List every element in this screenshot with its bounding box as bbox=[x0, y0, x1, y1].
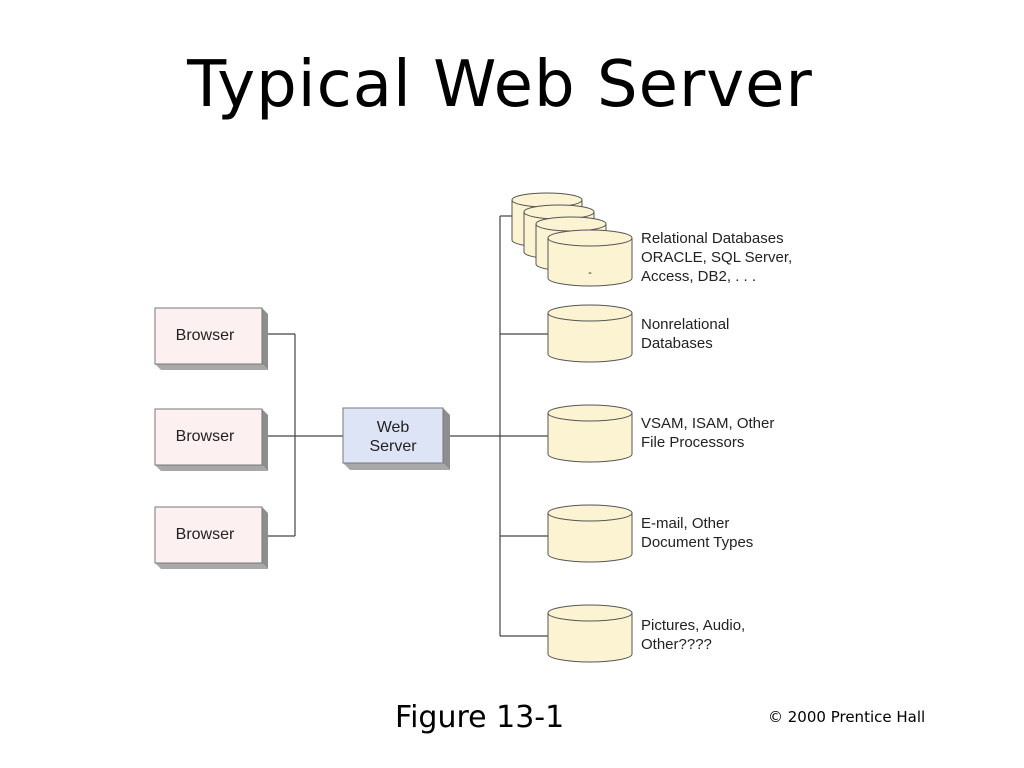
source-4-line-1: E-mail, Other bbox=[641, 515, 729, 532]
browser-3-label: Browser bbox=[176, 526, 235, 543]
source-4-line-2: Document Types bbox=[641, 534, 753, 551]
media-cylinder bbox=[547, 604, 633, 663]
source-2-line-2: Databases bbox=[641, 335, 713, 352]
relational-db-stack bbox=[511, 192, 633, 287]
slide-title: Typical Web Server bbox=[187, 48, 813, 122]
browser-box-1: Browser bbox=[154, 307, 268, 370]
document-types-cylinder bbox=[547, 504, 633, 563]
source-5-line-2: Other???? bbox=[641, 636, 712, 653]
browser-1-label: Browser bbox=[176, 327, 235, 344]
source-5-line-1: Pictures, Audio, bbox=[641, 617, 745, 634]
file-processors-cylinder bbox=[547, 404, 633, 463]
browser-box-3: Browser bbox=[154, 506, 268, 569]
nonrelational-db-cylinder bbox=[547, 304, 633, 363]
cylinder-mark: - bbox=[588, 267, 592, 279]
source-1-line-2: ORACLE, SQL Server, bbox=[641, 249, 792, 266]
db-cylinder bbox=[547, 229, 633, 287]
browser-connectors bbox=[262, 333, 343, 537]
source-3-line-2: File Processors bbox=[641, 434, 744, 451]
source-3-line-1: VSAM, ISAM, Other bbox=[641, 415, 774, 432]
source-1-line-3: Access, DB2, . . . bbox=[641, 268, 756, 285]
web-server-label-line-1: Web bbox=[377, 419, 410, 436]
source-connectors bbox=[443, 215, 548, 637]
figure-caption: Figure 13-1 bbox=[395, 700, 565, 735]
source-2-line-1: Nonrelational bbox=[641, 316, 729, 333]
web-server-box: Web Server bbox=[342, 407, 450, 470]
source-1-line-1: Relational Databases bbox=[641, 230, 784, 247]
browser-2-label: Browser bbox=[176, 428, 235, 445]
browser-box-2: Browser bbox=[154, 408, 268, 471]
copyright-notice: © 2000 Prentice Hall bbox=[768, 708, 926, 726]
web-server-label-line-2: Server bbox=[369, 438, 417, 455]
